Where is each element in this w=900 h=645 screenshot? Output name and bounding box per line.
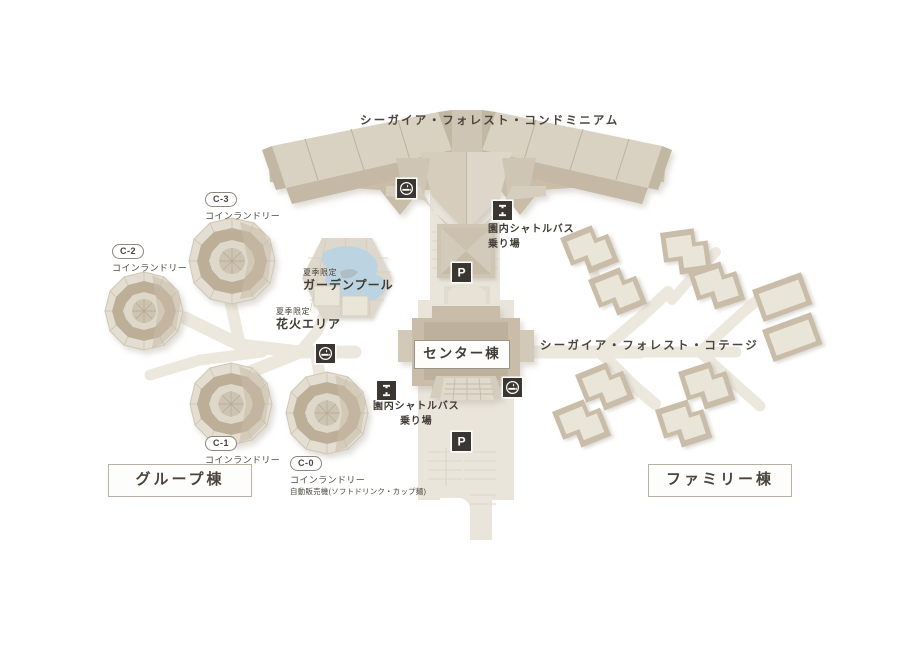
group-wing-label[interactable]: グループ棟 (108, 464, 252, 497)
tower-sub-c1: コインランドリー (205, 455, 281, 465)
tower-sub2-c0: 自動販売機(ソフトドリンク・カップ麺) (290, 487, 427, 497)
smoking-area-icon-south[interactable] (503, 378, 522, 397)
garden-pool (302, 237, 392, 318)
tower-c3 (188, 217, 276, 305)
bus-stop-label-north: 園内シャトルバス 乗り場 (488, 223, 574, 252)
bus-stop-label-south: 園内シャトルバス 乗り場 (373, 400, 459, 429)
svg-text:P: P (457, 435, 465, 449)
bus-stop-north-line2: 乗り場 (488, 238, 521, 250)
tower-label-c1: C-1 コインランドリー (205, 432, 280, 466)
tower-sub-c3: コインランドリー (205, 211, 281, 221)
fireworks-area-label: 夏季限定 花火エリア (276, 307, 341, 332)
bus-stop-icon-south[interactable] (377, 381, 396, 400)
bus-stop-south-line1: 園内シャトルバス (373, 401, 460, 412)
condominium-title: シーガイア・フォレスト・コンドミニアム (360, 115, 620, 127)
tower-tag-c2: C-2 (112, 244, 145, 260)
garden-pool-label: 夏季限定 ガーデンプール (303, 268, 394, 293)
pool-season-note: 夏季限定 (303, 268, 337, 277)
tower-sub-c2: コインランドリー (112, 263, 188, 273)
center-building-label[interactable]: センター棟 (414, 340, 510, 369)
tower-tag-c0: C-0 (290, 456, 323, 472)
fireworks-name: 花火エリア (276, 317, 342, 331)
tower-sub-c0: コインランドリー (290, 475, 366, 485)
smoking-area-icon-west[interactable] (316, 344, 335, 363)
parking-icon-south[interactable]: P (452, 432, 471, 451)
fireworks-season-note: 夏季限定 (276, 307, 310, 316)
tower-label-c0: C-0 コインランドリー 自動販売機(ソフトドリンク・カップ麺) (290, 452, 426, 497)
pavilion-building (437, 224, 495, 278)
cottage-cluster (552, 225, 823, 448)
tower-tag-c1: C-1 (205, 436, 238, 452)
svg-text:P: P (457, 266, 465, 280)
smoking-area-icon[interactable] (397, 179, 416, 198)
bus-stop-icon[interactable] (493, 201, 512, 220)
tower-tag-c3: C-3 (205, 192, 238, 208)
cottage-title: シーガイア・フォレスト・コテージ (540, 340, 759, 352)
tower-c2 (104, 271, 184, 351)
tower-c0 (285, 371, 369, 455)
pool-name: ガーデンプール (303, 278, 394, 292)
bus-stop-south-line2: 乗り場 (400, 415, 433, 427)
parking-icon[interactable]: P (452, 263, 471, 282)
bus-stop-north-line1: 園内シャトルバス (488, 224, 575, 235)
family-wing-label[interactable]: ファミリー棟 (648, 464, 792, 497)
tower-label-c2: C-2 コインランドリー (112, 240, 187, 274)
tower-label-c3: C-3 コインランドリー (205, 188, 280, 222)
tower-c1 (189, 362, 273, 446)
